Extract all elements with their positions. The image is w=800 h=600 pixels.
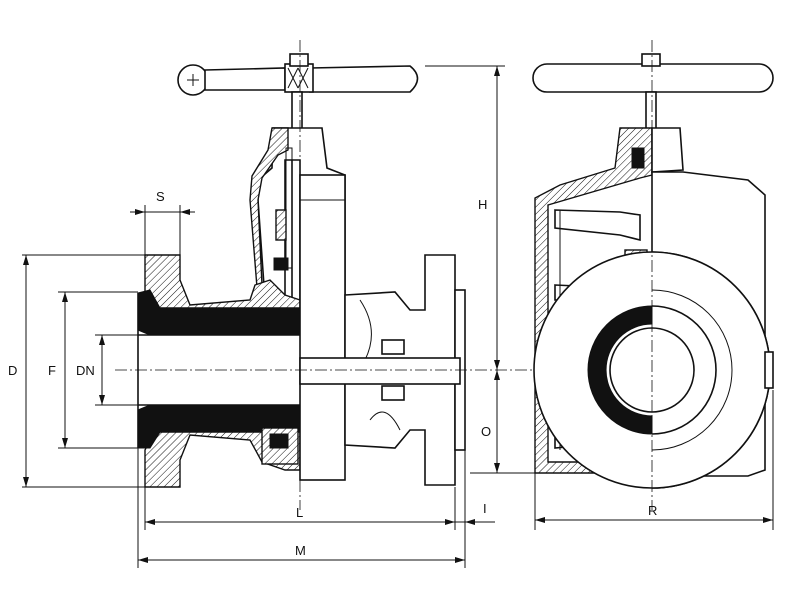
front-section-view bbox=[532, 40, 774, 510]
gate-disc bbox=[299, 174, 346, 481]
dim-label-s: S bbox=[156, 189, 165, 204]
dimension-labels: S D F DN H O L I M R bbox=[8, 189, 657, 558]
dim-label-o: O bbox=[481, 424, 491, 439]
dim-label-r: R bbox=[648, 503, 657, 518]
dimension-lines bbox=[22, 65, 774, 568]
side-section-view bbox=[115, 40, 535, 510]
handwheel-side bbox=[177, 53, 419, 96]
dim-label-i: I bbox=[483, 501, 487, 516]
valve-body-section bbox=[137, 254, 301, 488]
handwheel-front bbox=[532, 53, 774, 133]
dim-label-l: L bbox=[296, 505, 303, 520]
dim-label-m: M bbox=[295, 543, 306, 558]
dim-label-f: F bbox=[48, 363, 56, 378]
dim-label-dn: DN bbox=[76, 363, 95, 378]
dim-label-d: D bbox=[8, 363, 17, 378]
dim-label-h: H bbox=[478, 197, 487, 212]
